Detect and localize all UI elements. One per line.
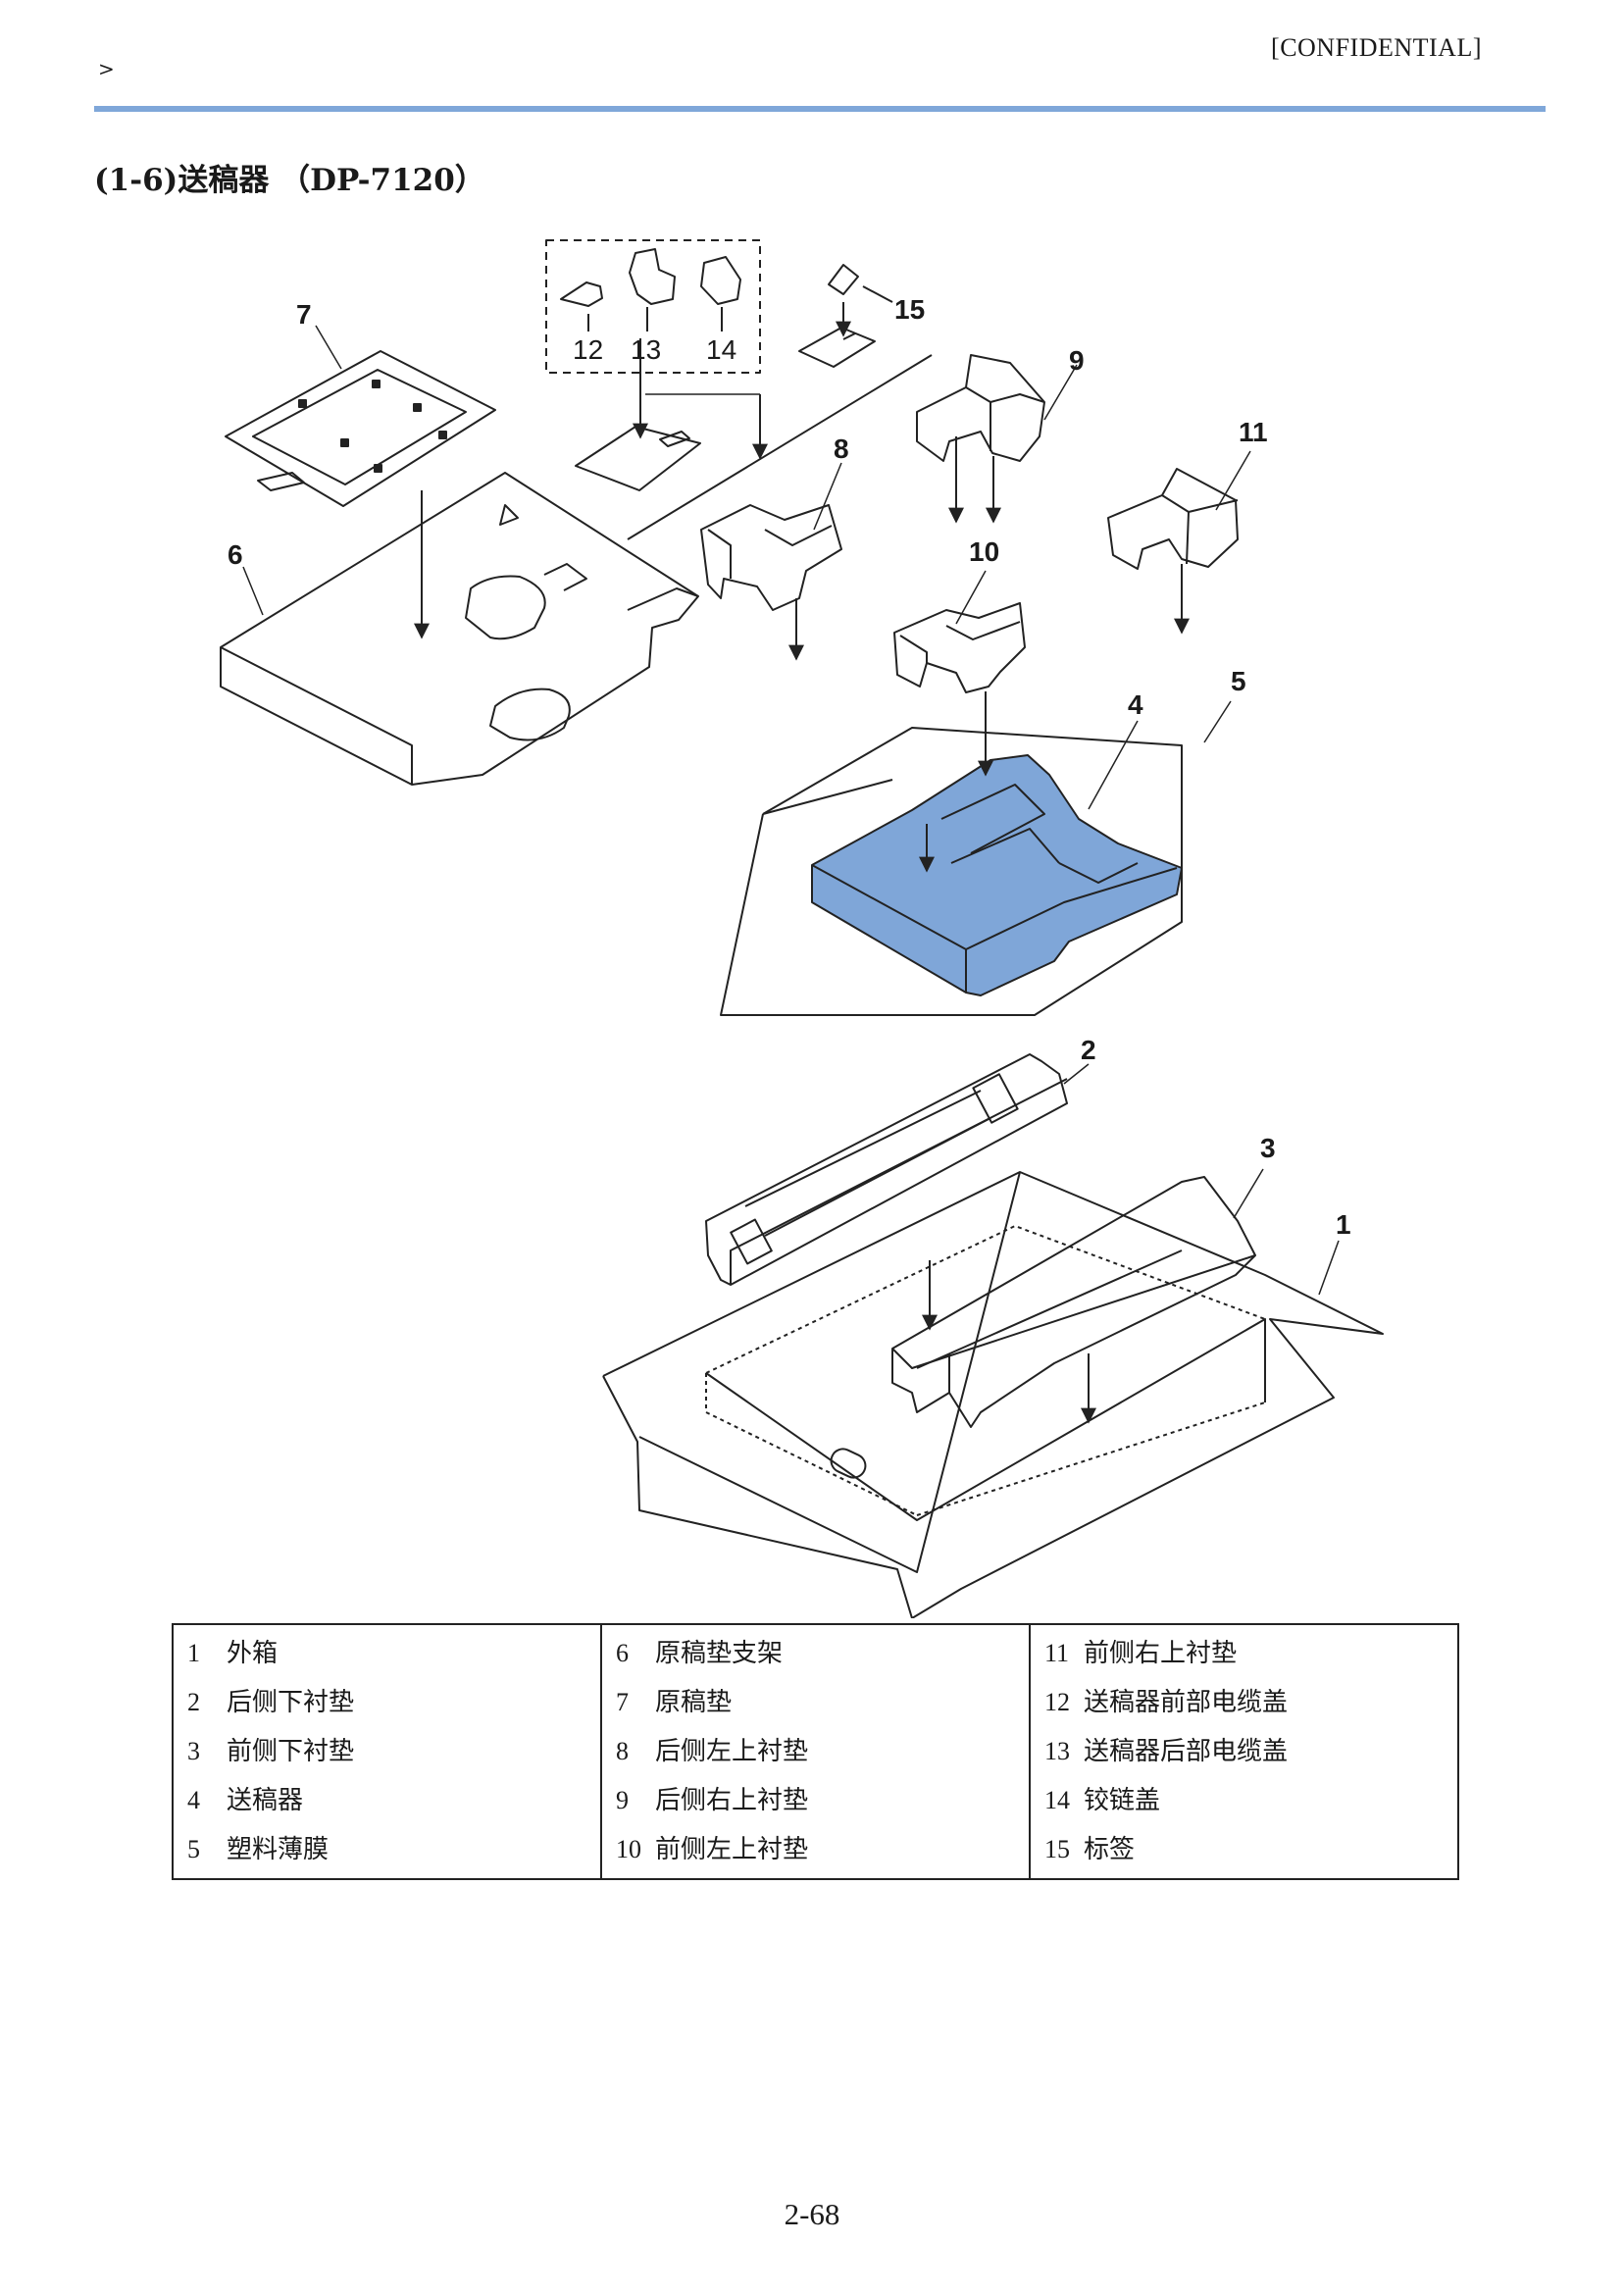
- part-name: 后侧左上衬垫: [655, 1737, 809, 1766]
- part-number: 6: [616, 1639, 629, 1667]
- header-rule: [94, 106, 1546, 112]
- part-3-front-lower-pad: [891, 1176, 1256, 1428]
- confidential-label: [CONFIDENTIAL]: [1271, 33, 1482, 62]
- part-2-rear-lower-pad: [705, 1053, 1068, 1286]
- callout-4: 4: [1128, 689, 1143, 720]
- part-number: 3: [187, 1737, 200, 1765]
- part-number: 9: [616, 1786, 629, 1814]
- arrows: [414, 302, 1190, 1424]
- parts-column-1: 1 外箱 2 后侧下衬垫 3 前侧下衬垫 4 送稿器 5 塑料薄膜: [173, 1624, 601, 1879]
- part-1-outer-box: [602, 1171, 1384, 1618]
- part-number: 15: [1044, 1835, 1070, 1863]
- pad-sheet: [575, 354, 933, 540]
- parts-row: 11 前侧右上衬垫: [1044, 1629, 1444, 1678]
- part-number: 7: [616, 1688, 629, 1716]
- page-number: 2-68: [784, 2197, 840, 2231]
- parts-row: 13 送稿器后部电缆盖: [1044, 1727, 1444, 1776]
- parts-row: 9 后侧右上衬垫: [616, 1776, 1015, 1825]
- callout-3: 3: [1260, 1133, 1276, 1163]
- callout-8: 8: [834, 433, 849, 464]
- callout-2: 2: [1081, 1035, 1096, 1065]
- part-number: 13: [1044, 1737, 1070, 1765]
- parts-row: 14 铰链盖: [1044, 1776, 1444, 1825]
- parts-list-table: 1 外箱 2 后侧下衬垫 3 前侧下衬垫 4 送稿器 5 塑料薄膜 6 原稿垫支架 7 原稿垫…: [172, 1623, 1459, 1880]
- parts-row: 2 后侧下衬垫: [187, 1678, 586, 1727]
- part-name: 原稿垫: [655, 1688, 733, 1717]
- part-name: 送稿器前部电缆盖: [1084, 1688, 1289, 1717]
- part-number: 12: [1044, 1688, 1070, 1716]
- part-15-label: [798, 264, 893, 368]
- callout-1: 1: [1336, 1209, 1351, 1240]
- section-title: (1-6)送稿器 （DP-7120）: [94, 163, 485, 198]
- callout-9: 9: [1069, 345, 1085, 376]
- parts-row: 15 标签: [1044, 1825, 1444, 1874]
- parts-row: 4 送稿器: [187, 1776, 586, 1825]
- part-number: 2: [187, 1688, 200, 1716]
- callout-15: 15: [894, 294, 925, 325]
- part-number: 4: [187, 1786, 200, 1814]
- part-number: 5: [187, 1835, 200, 1863]
- part-number: 10: [616, 1835, 641, 1863]
- callout-5: 5: [1231, 666, 1246, 696]
- part-6-pad-holder: [220, 472, 699, 786]
- part-5-plastic-film: [720, 727, 1183, 1016]
- part-name: 送稿器: [227, 1786, 304, 1815]
- callout-14: 14: [706, 334, 736, 365]
- parts-row: 12 送稿器前部电缆盖: [1044, 1678, 1444, 1727]
- part-8-pad: [700, 504, 842, 611]
- part-name: 后侧下衬垫: [227, 1688, 355, 1717]
- part-9-pad: [916, 354, 1045, 462]
- packing-diagram: 7 6 15 9 8 11 10 4 5 2 3 1 12 13 14: [220, 239, 1384, 1618]
- part-name: 标签: [1084, 1835, 1136, 1864]
- parts-row: 6 原稿垫支架: [616, 1629, 1015, 1678]
- part-name: 送稿器后部电缆盖: [1084, 1737, 1289, 1766]
- part-name: 铰链盖: [1084, 1786, 1161, 1815]
- callout-10: 10: [969, 536, 999, 567]
- accessory-group: [545, 239, 761, 374]
- part-name: 原稿垫支架: [655, 1639, 784, 1668]
- part-name: 后侧右上衬垫: [655, 1786, 809, 1815]
- callout-13: 13: [631, 334, 661, 365]
- breadcrumb: >: [98, 57, 115, 80]
- part-number: 1: [187, 1639, 200, 1667]
- part-10-pad: [893, 602, 1026, 693]
- part-number: 8: [616, 1737, 629, 1765]
- part-4-document-processor: [811, 754, 1183, 996]
- part-name: 前侧下衬垫: [227, 1737, 355, 1766]
- callout-11: 11: [1239, 417, 1268, 447]
- parts-column-2: 6 原稿垫支架 7 原稿垫 8 后侧左上衬垫 9 后侧右上衬垫 10 前侧左上衬垫: [600, 1624, 1030, 1879]
- parts-column-3: 11 前侧右上衬垫 12 送稿器前部电缆盖 13 送稿器后部电缆盖 14 铰链盖 15 标…: [1029, 1624, 1458, 1879]
- parts-row: 7 原稿垫: [616, 1678, 1015, 1727]
- parts-row: 8 后侧左上衬垫: [616, 1727, 1015, 1776]
- callout-6: 6: [228, 539, 243, 570]
- part-number: 14: [1044, 1786, 1070, 1814]
- parts-row: 5 塑料薄膜: [187, 1825, 586, 1874]
- parts-row: 10 前侧左上衬垫: [616, 1825, 1015, 1874]
- part-name: 前侧左上衬垫: [655, 1835, 809, 1864]
- part-7-original-pad: [225, 350, 496, 507]
- part-name: 塑料薄膜: [227, 1835, 330, 1864]
- callout-12: 12: [573, 334, 603, 365]
- part-name: 外箱: [227, 1639, 279, 1668]
- part-name: 前侧右上衬垫: [1084, 1639, 1238, 1668]
- parts-row: 3 前侧下衬垫: [187, 1727, 586, 1776]
- part-11-pad: [1107, 468, 1239, 570]
- leader-lines: [242, 325, 1340, 1296]
- parts-row: 1 外箱: [187, 1629, 586, 1678]
- part-number: 11: [1044, 1639, 1070, 1667]
- callout-7: 7: [296, 299, 312, 330]
